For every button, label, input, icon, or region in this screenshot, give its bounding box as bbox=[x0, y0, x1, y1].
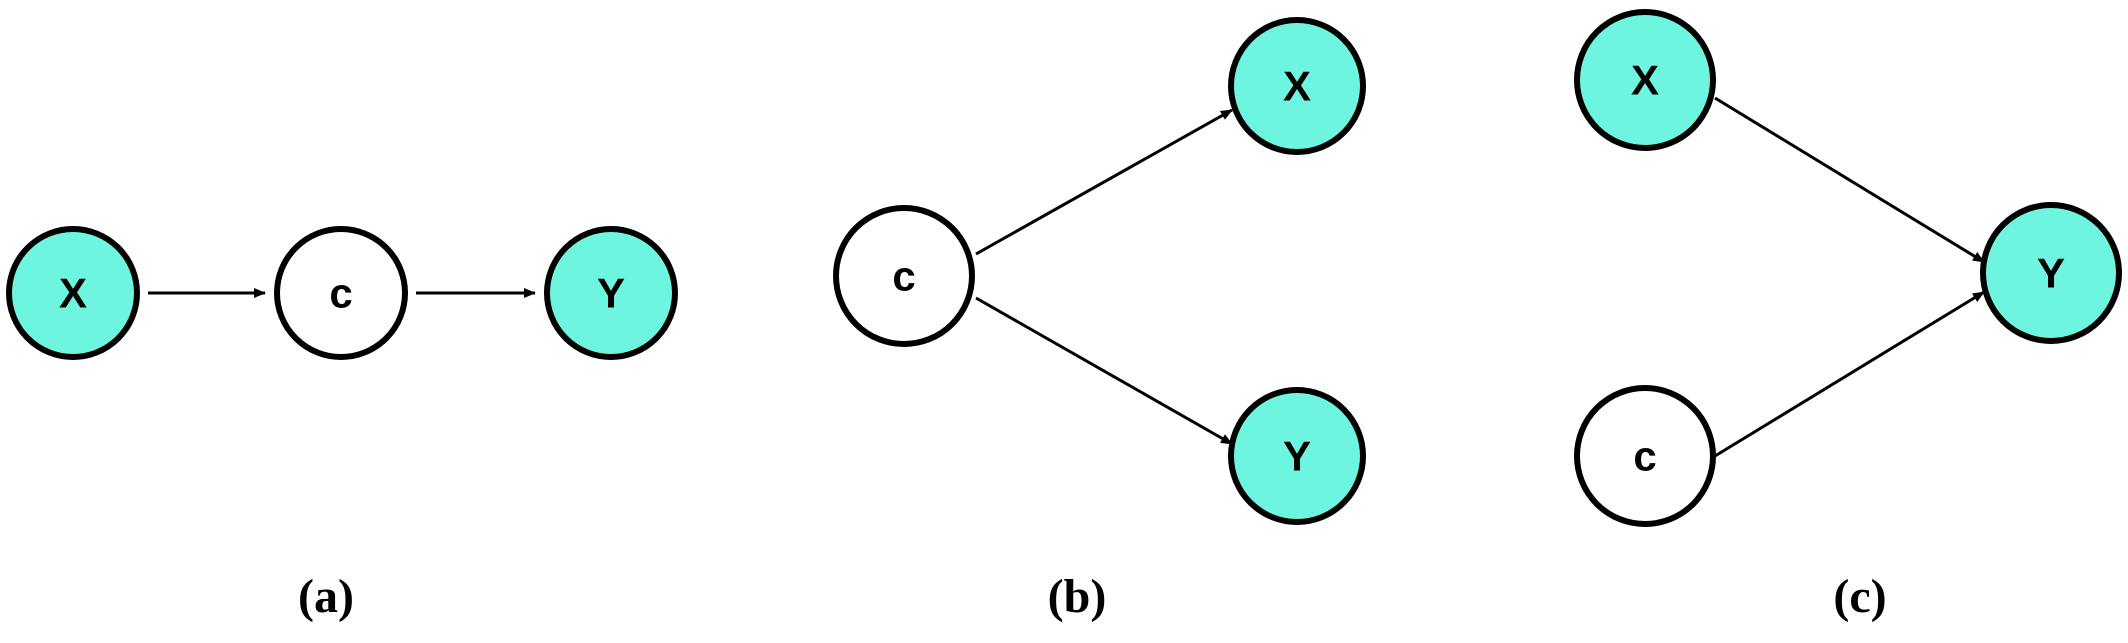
diagram-a: X c Y (a) bbox=[6, 226, 678, 623]
node-b-x: X bbox=[1228, 17, 1366, 155]
node-c-c: c bbox=[1574, 385, 1716, 527]
node-label: X bbox=[59, 270, 87, 317]
node-label: Y bbox=[2037, 250, 2065, 297]
node-circle bbox=[833, 205, 975, 347]
node-circle bbox=[1980, 202, 2122, 344]
node-b-c: c bbox=[833, 205, 975, 347]
node-label: c bbox=[1633, 433, 1656, 480]
node-circle bbox=[274, 226, 408, 360]
node-circle bbox=[1228, 387, 1366, 525]
node-label: X bbox=[1631, 57, 1659, 104]
edge-b-c-to-y bbox=[975, 296, 1233, 446]
node-label: c bbox=[329, 270, 352, 317]
caption-b: (b) bbox=[1048, 570, 1107, 623]
node-c-x: X bbox=[1574, 9, 1716, 151]
caption-c: (c) bbox=[1833, 570, 1886, 623]
node-label: c bbox=[892, 253, 915, 300]
edge-b-c-to-x bbox=[975, 108, 1233, 256]
node-a-y: Y bbox=[544, 226, 678, 360]
node-circle bbox=[1574, 385, 1716, 527]
caption-a: (a) bbox=[298, 570, 354, 623]
node-circle bbox=[544, 226, 678, 360]
node-b-y: Y bbox=[1228, 387, 1366, 525]
node-label: X bbox=[1283, 63, 1311, 110]
node-circle bbox=[1228, 17, 1366, 155]
node-c-y: Y bbox=[1980, 202, 2122, 344]
node-label: Y bbox=[597, 270, 625, 317]
node-label: Y bbox=[1283, 433, 1311, 480]
node-circle bbox=[1574, 9, 1716, 151]
diagram-c: X c Y (c) bbox=[1574, 9, 2122, 623]
diagram-b: c X Y (b) bbox=[833, 17, 1366, 623]
node-circle bbox=[6, 226, 140, 360]
edge-c-x-to-y bbox=[1714, 96, 1985, 264]
edge-c-c-to-y bbox=[1714, 290, 1985, 458]
node-a-c: c bbox=[274, 226, 408, 360]
node-a-x: X bbox=[6, 226, 140, 360]
